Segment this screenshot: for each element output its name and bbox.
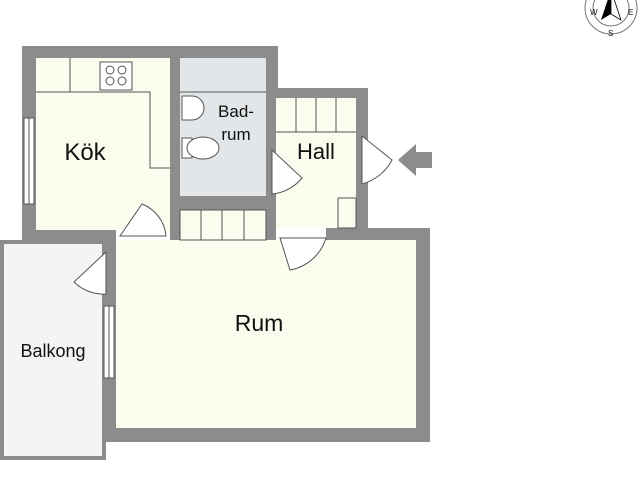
compass-icon: W E S	[584, 0, 638, 38]
compass-west: W	[590, 8, 598, 17]
room-label-kitchen: Kök	[64, 139, 106, 166]
closet	[179, 209, 267, 241]
compass-south: S	[608, 29, 613, 38]
entrance-arrow-icon	[398, 144, 432, 176]
room-label-balcony: Balkong	[20, 341, 85, 361]
room-label-bathroom-2: rum	[221, 125, 250, 144]
room-label-hall: Hall	[297, 139, 335, 164]
compass-east: E	[628, 8, 633, 17]
living-floor	[116, 240, 416, 428]
room-label-bathroom-1: Bad-	[218, 102, 254, 121]
bathroom-floor	[180, 58, 266, 196]
room-label-living: Rum	[235, 310, 284, 336]
walls	[22, 46, 430, 442]
fixtures	[23, 58, 393, 379]
